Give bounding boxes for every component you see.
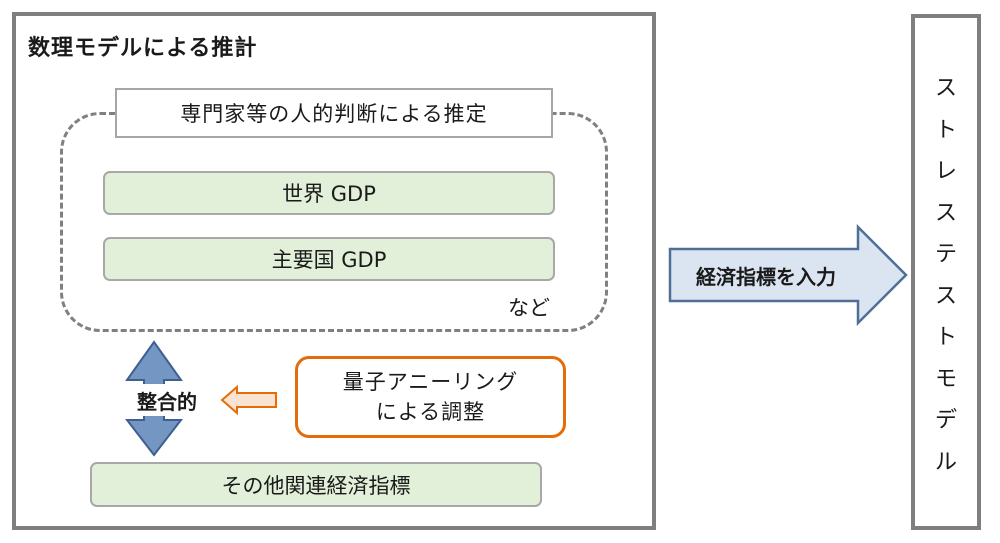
world-gdp-box: 世界 GDP xyxy=(103,171,555,215)
stress-test-model-char: ス xyxy=(934,76,957,101)
stress-test-model-char: テ xyxy=(934,242,957,267)
expert-estimate-label: 専門家等の人的判断による推定 xyxy=(180,102,488,126)
stress-test-model-box xyxy=(911,14,981,530)
right-arrow-icon xyxy=(668,223,908,327)
major-country-gdp-box: 主要国 GDP xyxy=(103,237,555,281)
expert-estimate-box: 専門家等の人的判断による推定 xyxy=(115,88,553,138)
stress-test-model-char: モ xyxy=(934,366,957,392)
consistency-label: 整合的 xyxy=(127,384,207,416)
stress-test-model-char: ト xyxy=(934,117,957,143)
stress-test-model-char: デ xyxy=(934,408,957,433)
stress-test-model-char: ス xyxy=(934,200,957,226)
input-indicators-label: 経済指標を入力 xyxy=(696,264,836,289)
quantum-annealing-line1: 量子アニーリング xyxy=(342,370,519,394)
stress-test-model-char: レ xyxy=(934,159,957,184)
quantum-annealing-box: 量子アニーリング による調整 xyxy=(295,356,566,438)
stress-test-model-char: ル xyxy=(934,449,957,475)
etc-label: など xyxy=(508,296,550,320)
stress-test-model-char: ト xyxy=(934,325,957,350)
math-model-title: 数理モデルによる推計 xyxy=(28,36,258,61)
world-gdp-label: 世界 GDP xyxy=(282,182,376,206)
other-indicators-label: その他関連経済指標 xyxy=(221,473,411,498)
left-arrow-icon xyxy=(220,384,277,416)
major-country-gdp-label: 主要国 GDP xyxy=(271,248,387,272)
stress-test-model-char: ス xyxy=(934,283,957,309)
other-indicators-box: その他関連経済指標 xyxy=(90,462,542,507)
stress-test-model-label: ストレステストモデル xyxy=(915,68,977,483)
quantum-annealing-line2: による調整 xyxy=(375,400,486,424)
